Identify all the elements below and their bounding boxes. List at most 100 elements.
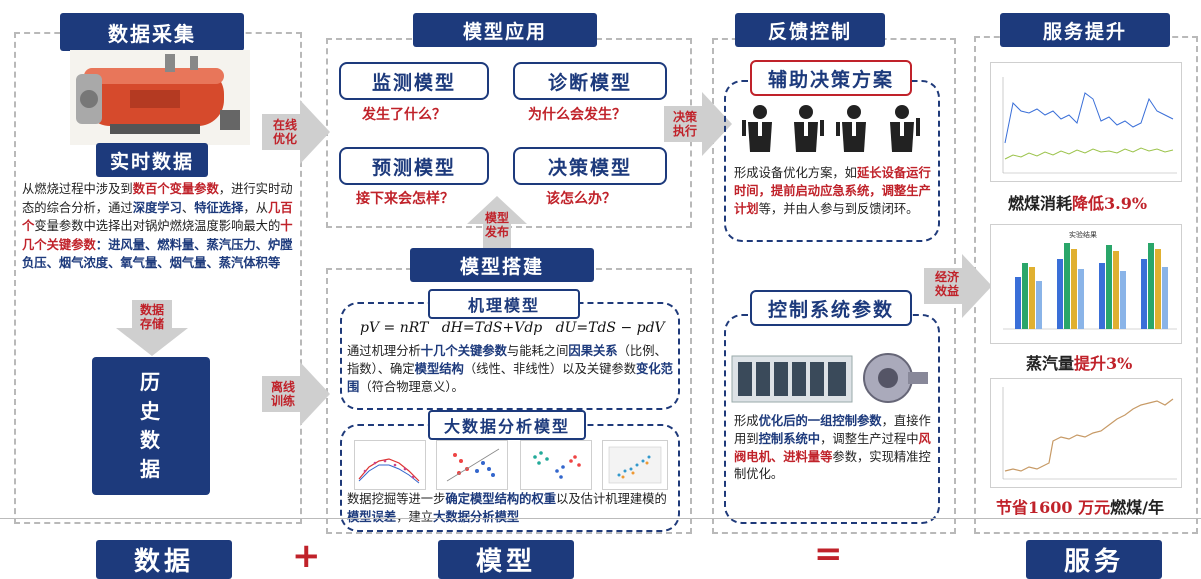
cp-desc-2: ，直接作用到 bbox=[734, 414, 931, 446]
data-storage-label: 数据 存储 bbox=[139, 303, 164, 331]
bd-desc-1: 确定模型结构的权重 bbox=[445, 491, 557, 506]
people-icons bbox=[738, 100, 928, 156]
cp-desc-3: 控制系统中 bbox=[758, 431, 821, 446]
monitor-model-box: 监测模型 bbox=[339, 62, 489, 100]
bar-thumb-bar bbox=[1148, 243, 1154, 329]
dc-desc-3: 深度学习 bbox=[132, 199, 182, 215]
control-params-description: 形成优化后的一组控制参数，直接作用到控制系统中，调整生产过程中风阀电机、进料量等… bbox=[734, 412, 932, 483]
cp-desc-6: 参数，实现精准控制优化。 bbox=[734, 450, 931, 481]
cp-desc-0: 形成 bbox=[734, 414, 759, 428]
bd-desc-0: 数据挖掘等进一步 bbox=[347, 492, 446, 506]
mech-desc-0: 通过机理分析 bbox=[347, 344, 421, 358]
bar-thumb-bar bbox=[1162, 267, 1168, 329]
offline-train-label: 离线 训练 bbox=[270, 380, 295, 408]
online-opt-arrow bbox=[262, 100, 330, 164]
control-hardware-image bbox=[730, 348, 930, 408]
dc-desc-6: ，从 bbox=[243, 200, 269, 215]
bar-thumb-bar bbox=[1113, 251, 1119, 329]
monitor-model-question: 发生了什么？ bbox=[362, 107, 446, 123]
mech-desc-2: 与能耗之间 bbox=[506, 344, 569, 358]
cp-desc-5: 风阀电机、进料量等 bbox=[734, 431, 931, 464]
scatter-thumb-3 bbox=[520, 440, 592, 490]
predict-model-box: 预测模型 bbox=[339, 147, 489, 185]
model-publish-arrow bbox=[467, 196, 527, 258]
bar-thumb-bar bbox=[1078, 269, 1084, 329]
dc-desc-9: 十几个关键参数 bbox=[22, 218, 293, 252]
dc-desc-0: 从燃烧过程中涉及到 bbox=[22, 182, 133, 196]
diagnose-model-question: 为什么会发生？ bbox=[528, 107, 626, 123]
model-publish-label: 模型 发布 bbox=[484, 211, 509, 239]
economic-benefit-arrow bbox=[924, 254, 992, 318]
scatter-thumb-4 bbox=[602, 440, 668, 490]
mechanism-model-title: 机理模型 bbox=[428, 289, 580, 319]
dp-desc-2: 等，并由人参与到反馈闭环。 bbox=[758, 202, 919, 216]
diagnose-model-box: 诊断模型 bbox=[513, 62, 667, 100]
model-building-title: 模型搭建 bbox=[410, 248, 594, 282]
boiler-image bbox=[70, 50, 250, 145]
bar-thumb-bar bbox=[1064, 243, 1070, 329]
dc-desc-1: 数百个变量参数 bbox=[132, 181, 219, 196]
mech-desc-6: （线性、非线性）以及关键参数 bbox=[463, 362, 637, 376]
realtime-data-label: 实时数据 bbox=[96, 143, 208, 177]
mechanism-formula: pV = nRT dH=TdS+Vdp dU=TdS − pdV bbox=[360, 320, 665, 336]
result-coal-prefix: 燃煤消耗 bbox=[1008, 194, 1073, 213]
bar-thumb-bar bbox=[1120, 271, 1126, 329]
dc-desc-2: ，进行实时动态的综合分析，通过 bbox=[22, 182, 293, 215]
data-storage-arrow bbox=[116, 300, 188, 356]
mech-desc-7: 变化范围 bbox=[347, 361, 673, 394]
bottom-equals: = bbox=[814, 534, 843, 574]
mech-desc-3: 因果关系 bbox=[568, 343, 618, 358]
bd-desc-4: ，建立 bbox=[396, 510, 434, 524]
bottom-data-label: 数据 bbox=[96, 540, 232, 579]
mech-desc-8: （符合物理意义）。 bbox=[359, 380, 464, 394]
decision-plan-title: 辅助决策方案 bbox=[750, 60, 912, 96]
bar-thumb-bar bbox=[1029, 267, 1035, 329]
result-steam-prefix: 蒸汽量 bbox=[1026, 354, 1075, 373]
bottom-divider bbox=[0, 518, 1201, 519]
scatter-thumb-2 bbox=[436, 440, 508, 490]
mech-desc-5: 模型结构 bbox=[414, 361, 464, 376]
result-savings-suffix: 燃煤/年 bbox=[1110, 498, 1164, 517]
mech-desc-1: 十几个关键参数 bbox=[420, 343, 507, 358]
offline-train-arrow bbox=[262, 362, 330, 426]
bar-thumb-bar bbox=[1141, 259, 1147, 329]
dp-desc-1: 延长设备运行时间，提前启动应急系统，调整生产计划 bbox=[734, 165, 931, 216]
result-steam: 蒸汽量提升3% bbox=[1026, 350, 1132, 374]
result-savings: 节省1600 万元燃煤/年 bbox=[996, 494, 1164, 518]
bd-desc-5: 大数据分析模型 bbox=[433, 509, 520, 524]
bar-thumb-bar bbox=[1071, 249, 1077, 329]
decision-exec-label: 决策 执行 bbox=[672, 110, 697, 138]
bar-thumb-bar bbox=[1155, 249, 1161, 329]
cp-desc-4: ，调整生产过程中 bbox=[820, 432, 919, 446]
scatter-thumb-1 bbox=[354, 440, 426, 490]
steam-bar-chart: 实验结果 bbox=[990, 224, 1182, 344]
column-title-feedback-control: 反馈控制 bbox=[735, 13, 885, 47]
column-title-model-application: 模型应用 bbox=[413, 13, 597, 47]
bar-thumb-bar bbox=[1015, 277, 1021, 329]
bottom-plus: + bbox=[292, 536, 321, 576]
bottom-model-label: 模型 bbox=[438, 540, 574, 579]
result-coal: 燃煤消耗降低3.9% bbox=[1008, 190, 1147, 214]
dc-desc-8: 变量参数中选择出对锅炉燃烧温度影响最大的 bbox=[34, 219, 281, 233]
bar-thumb-bar bbox=[1022, 263, 1028, 329]
bar-thumb-bar bbox=[1036, 281, 1042, 329]
dc-desc-5: 特征选择 bbox=[194, 199, 244, 215]
economic-benefit-label: 经济 效益 bbox=[934, 270, 959, 298]
dc-desc-10: ：进风量、燃料量、蒸汽压力、炉膛负压、烟气浓度、氧气量、烟气量、蒸汽体积等 bbox=[22, 236, 293, 271]
result-savings-prefix: 节省1600 万元 bbox=[996, 498, 1111, 517]
decision-plan-description: 形成设备优化方案，如延长设备运行时间，提前启动应急系统，调整生产计划等，并由人参… bbox=[734, 164, 932, 218]
bigdata-description: 数据挖掘等进一步确定模型结构的权重以及估计机理建模的模型误差，建立大数据分析模型 bbox=[347, 490, 673, 526]
predict-model-question: 接下来会怎样？ bbox=[356, 191, 454, 207]
bar-thumb-bar bbox=[1057, 259, 1063, 329]
savings-line-chart bbox=[990, 378, 1182, 488]
data-collection-description: 从燃烧过程中涉及到数百个变量参数，进行实时动态的综合分析，通过深度学习、特征选择… bbox=[22, 180, 296, 273]
dc-desc-4: 、 bbox=[181, 200, 195, 215]
control-params-title: 控制系统参数 bbox=[750, 290, 912, 326]
bd-desc-3: 模型误差 bbox=[347, 509, 397, 524]
online-opt-label: 在线 优化 bbox=[272, 118, 297, 146]
bar-thumb-bar bbox=[1106, 245, 1112, 329]
column-title-data-collection: 数据采集 bbox=[60, 13, 244, 51]
dp-desc-0: 形成设备优化方案，如 bbox=[734, 166, 857, 180]
bottom-service-label: 服务 bbox=[1026, 540, 1162, 579]
cp-desc-1: 优化后的一组控制参数 bbox=[758, 413, 882, 428]
